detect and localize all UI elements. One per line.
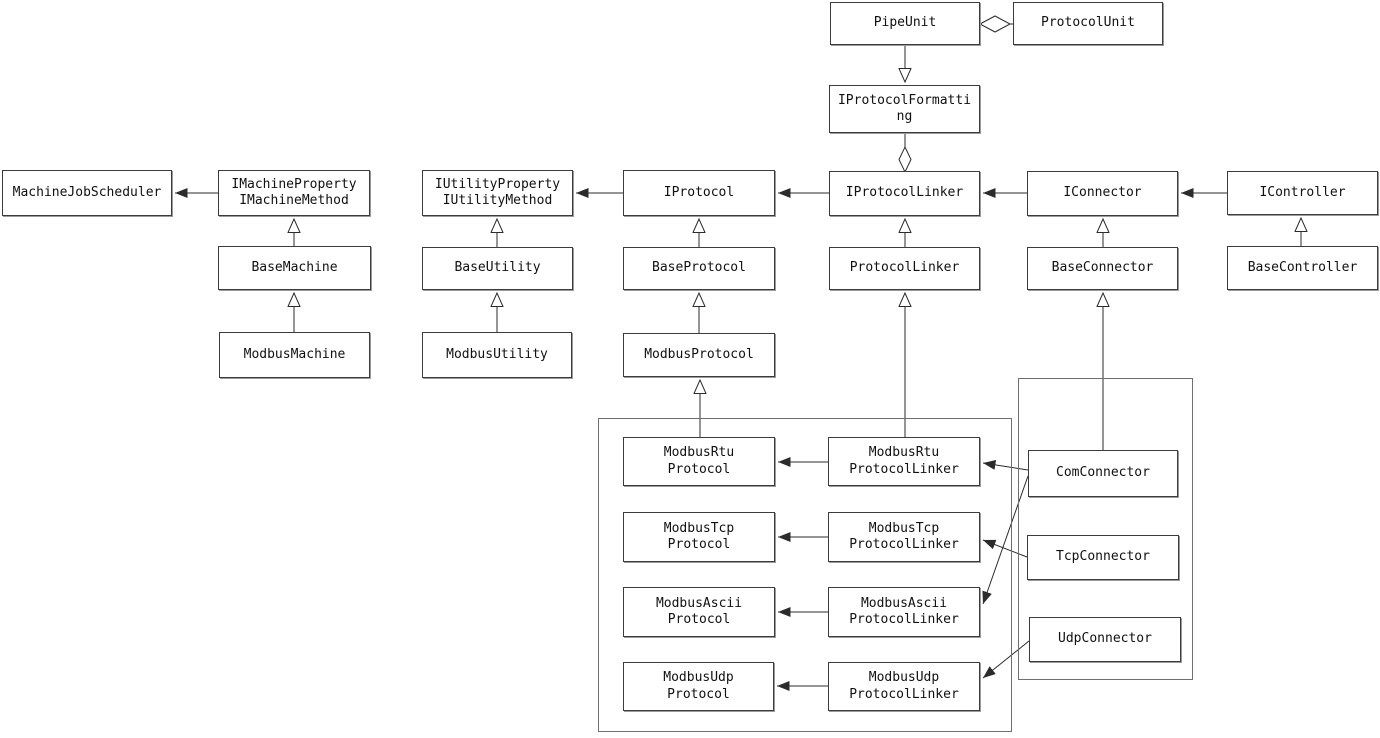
class-box-baseprotocol: BaseProtocol — [623, 247, 775, 290]
class-box-modbusudpprotocollinker: ModbusUdp ProtocolLinker — [828, 662, 980, 711]
class-box-iconnector: IConnector — [1027, 171, 1178, 216]
class-box-modbusrtuprotocol: ModbusRtu Protocol — [623, 437, 775, 486]
edge-comconnector-to-asciilinker — [982, 475, 1029, 605]
class-box-modbusasciiprotocol: ModbusAscii Protocol — [623, 587, 775, 637]
class-box-modbusutility: ModbusUtility — [422, 332, 572, 378]
class-box-basecontroller: BaseController — [1227, 246, 1378, 290]
class-box-imachineproperty-imachinemethod: IMachineProperty IMachineMethod — [218, 170, 370, 216]
class-box-iprotocol: IProtocol — [623, 170, 775, 216]
connector-group-frame — [1018, 378, 1193, 680]
aggregation-diamond-pipeunit — [978, 15, 1012, 33]
class-box-modbusasciiprotocollinker: ModbusAscii ProtocolLinker — [828, 587, 980, 637]
class-box-modbusrtuprotocollinker: ModbusRtu ProtocolLinker — [828, 437, 980, 486]
aggregation-diamond-iprotocollinker — [898, 145, 912, 174]
class-box-machinejobscheduler: MachineJobScheduler — [2, 170, 172, 216]
modbus-linker-group-frame — [598, 418, 1012, 732]
class-box-basemachine: BaseMachine — [218, 246, 371, 290]
class-box-protocolunit: ProtocolUnit — [1013, 2, 1163, 45]
class-box-modbustcpprotocol: ModbusTcp Protocol — [623, 512, 775, 562]
class-box-baseutility: BaseUtility — [422, 247, 573, 290]
class-box-pipeunit: PipeUnit — [830, 2, 980, 45]
edge-tcpconnector-to-tcplinker — [982, 539, 1028, 558]
class-box-iutilityproperty-iutilitymethod: IUtilityProperty IUtilityMethod — [422, 170, 573, 216]
class-box-iprotocolformatting: IProtocolFormatting — [829, 85, 980, 133]
class-box-comconnector: ComConnector — [1028, 450, 1178, 497]
class-box-iprotocollinker: IProtocolLinker — [829, 171, 980, 216]
class-box-modbusprotocol: ModbusProtocol — [623, 333, 775, 377]
class-box-baseconnector: BaseConnector — [1027, 247, 1178, 290]
edge-comconnector-to-rtulinker — [982, 459, 1029, 471]
class-box-modbusudpprotocol: ModbusUdp Protocol — [623, 662, 774, 711]
class-box-tcpconnector: TcpConnector — [1027, 535, 1179, 580]
class-box-protocollinker: ProtocolLinker — [829, 247, 980, 290]
class-box-modbusmachine: ModbusMachine — [219, 332, 370, 378]
class-box-icontroller: IController — [1227, 171, 1378, 215]
class-box-udpconnector: UdpConnector — [1029, 617, 1181, 662]
edge-udpconnector-to-udplinker — [982, 640, 1030, 679]
class-box-modbustcpprotocollinker: ModbusTcp ProtocolLinker — [828, 512, 980, 562]
